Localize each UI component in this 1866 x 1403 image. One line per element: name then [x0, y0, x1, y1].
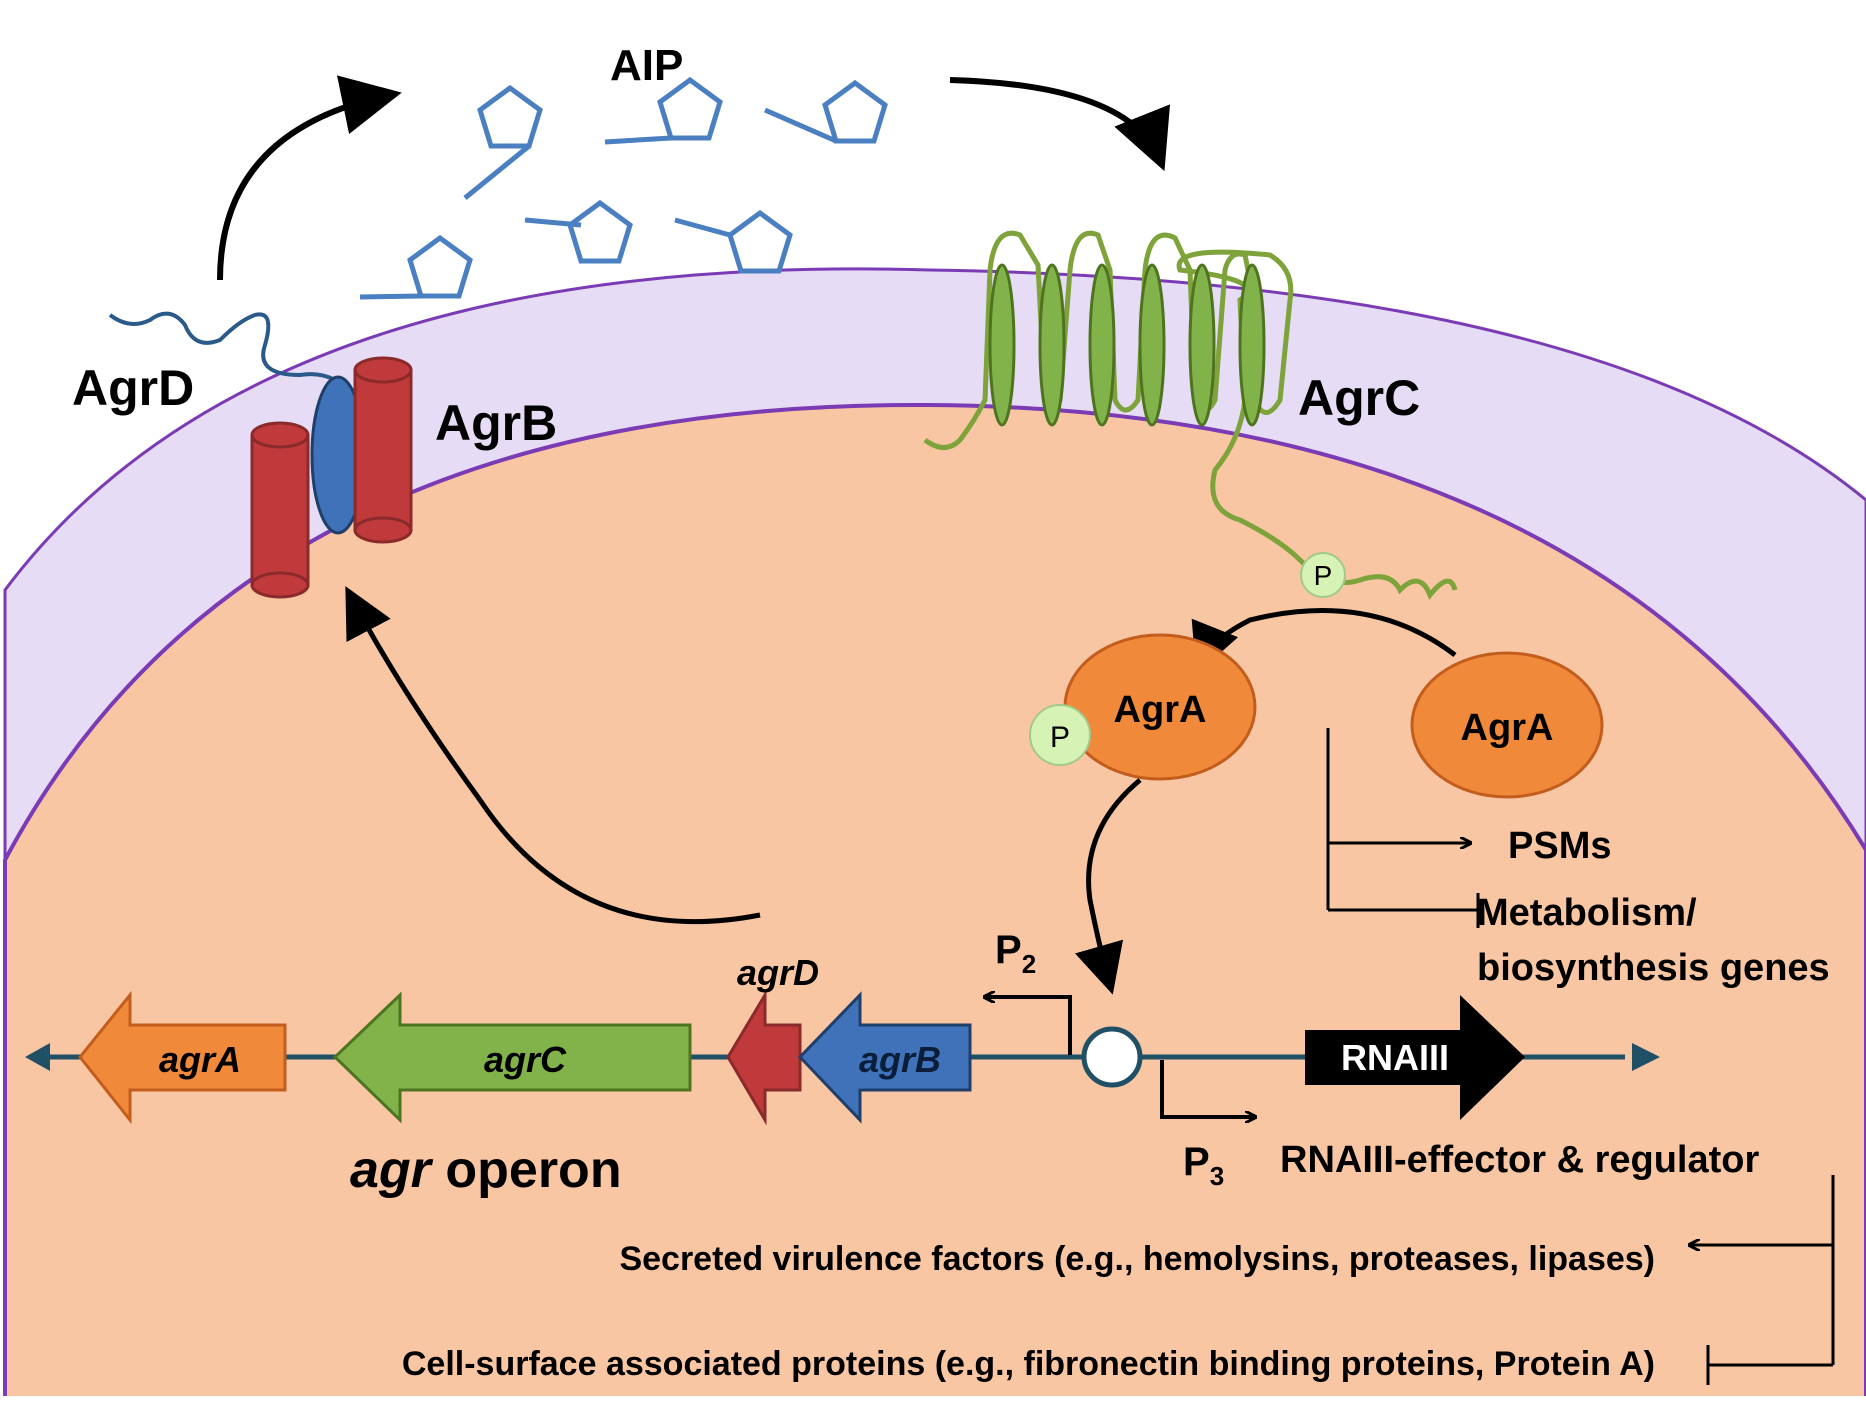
arrow-aip-to-agrc — [949, 77, 1170, 172]
agrb-red-helix-1 — [250, 421, 310, 599]
rnaiii-effector-label: RNAIII-effector & regulator — [1280, 1139, 1759, 1181]
p2-label: P2 — [995, 928, 1036, 979]
aip-molecules — [359, 76, 888, 300]
agrd-label: AgrD — [72, 360, 194, 416]
p3-promoter-arrow — [1160, 1060, 1255, 1117]
aip-molecule-6 — [674, 209, 793, 274]
aip-molecule-3 — [763, 79, 888, 144]
agr-operon-label: agr operon — [350, 1141, 622, 1199]
gene-agrb-label: agrB — [859, 1039, 941, 1080]
agra-regulation-lines — [1326, 728, 1480, 928]
agra-unphosphorylated-label: AgrA — [1461, 707, 1554, 749]
arrow-operon-to-agrb — [345, 586, 761, 925]
secreted-virulence-label: Secreted virulence factors (e.g., hemoly… — [619, 1240, 1655, 1278]
agrb-protein — [250, 356, 413, 599]
psms-label: PSMs — [1508, 825, 1611, 867]
arrow-agra-to-promoter — [1074, 778, 1142, 995]
p2-promoter-arrow — [985, 997, 1072, 1055]
gene-agra-label: agrA — [159, 1039, 241, 1080]
gene-agrc-label: agrC — [484, 1039, 567, 1080]
metabolism-label-line2: biosynthesis genes — [1477, 947, 1830, 989]
agra-phosphorylated-label: AgrA — [1114, 689, 1207, 731]
p3-label: P3 — [1183, 1140, 1224, 1191]
agrc-phosphate: P — [1300, 552, 1346, 598]
gene-agrb: agrB — [797, 991, 972, 1124]
aip-molecule-5 — [359, 234, 473, 300]
cell-surface-proteins-label: Cell-surface associated proteins (e.g., … — [402, 1345, 1655, 1383]
agrc-label: AgrC — [1298, 370, 1420, 426]
aip-molecule-4 — [524, 199, 633, 264]
gene-rnaiii: RNAIII — [1305, 995, 1525, 1120]
agrb-red-helix-2 — [353, 356, 413, 544]
arrow-phospho-transfer — [1191, 608, 1457, 675]
gene-agrd-label: agrD — [737, 952, 819, 993]
svg-text:P: P — [1050, 721, 1070, 754]
agra-unphosphorylated — [1410, 651, 1604, 799]
rnaiii-regulation-lines — [1690, 1175, 1835, 1385]
bottom-border — [0, 1396, 1866, 1403]
gene-rnaiii-label: RNAIII — [1341, 1037, 1449, 1078]
agrd-peptide — [108, 311, 336, 382]
cell-cytoplasm — [3, 402, 1866, 1403]
gene-agra: agrA — [78, 990, 287, 1125]
promoter-binding-site — [1081, 1026, 1143, 1088]
aip-molecule-1 — [463, 84, 543, 200]
agrb-label: AgrB — [435, 395, 557, 451]
gene-agrc: agrC — [332, 991, 692, 1124]
aip-molecule-2 — [604, 76, 723, 145]
agra-phosphate: P — [1029, 704, 1091, 766]
arrow-agrd-to-aip — [217, 75, 402, 281]
gene-agrd: agrD — [726, 952, 819, 1126]
svg-text:P: P — [1314, 560, 1333, 591]
metabolism-label-line1: Metabolism/ — [1477, 892, 1697, 934]
aip-label: AIP — [610, 41, 683, 90]
